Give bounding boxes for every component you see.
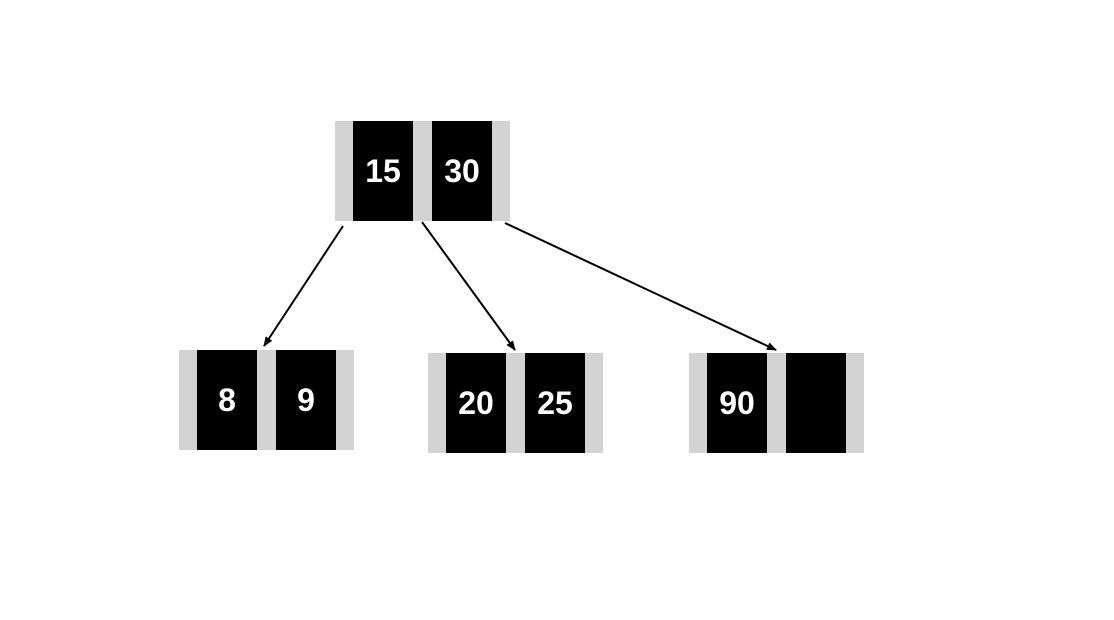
node-pointer-slot bbox=[492, 121, 510, 221]
node-key: 8 bbox=[197, 350, 257, 450]
node-pointer-slot bbox=[846, 353, 864, 453]
node-key: 15 bbox=[353, 121, 413, 221]
node-pointer-slot bbox=[179, 350, 197, 450]
tree-node-right-child: 90 bbox=[689, 353, 864, 453]
node-key-empty bbox=[786, 353, 846, 453]
tree-node-left-child: 8 9 bbox=[179, 350, 354, 450]
node-key: 90 bbox=[707, 353, 767, 453]
edge-root-to-left bbox=[263, 225, 344, 347]
node-pointer-slot bbox=[506, 353, 525, 453]
tree-node-root: 15 30 bbox=[335, 121, 510, 221]
tree-node-middle-child: 20 25 bbox=[428, 353, 603, 453]
node-pointer-slot bbox=[335, 121, 353, 221]
node-pointer-slot bbox=[257, 350, 276, 450]
node-key: 20 bbox=[446, 353, 506, 453]
edge-root-to-middle bbox=[421, 221, 516, 351]
node-key: 30 bbox=[432, 121, 492, 221]
node-pointer-slot bbox=[428, 353, 446, 453]
node-pointer-slot bbox=[336, 350, 354, 450]
node-pointer-slot bbox=[413, 121, 432, 221]
edge-root-to-right bbox=[504, 222, 777, 351]
node-key: 25 bbox=[525, 353, 585, 453]
node-pointer-slot bbox=[585, 353, 603, 453]
node-pointer-slot bbox=[689, 353, 707, 453]
node-key: 9 bbox=[276, 350, 336, 450]
node-pointer-slot bbox=[767, 353, 786, 453]
